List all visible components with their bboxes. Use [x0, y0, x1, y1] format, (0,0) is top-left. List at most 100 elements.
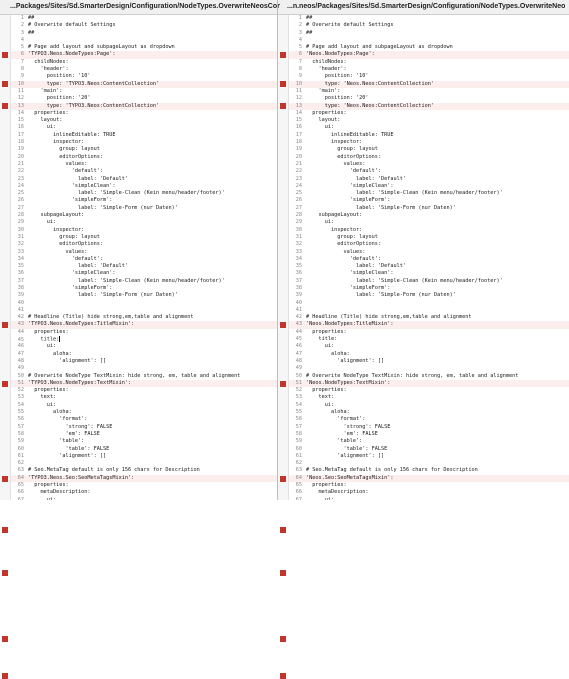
left-code-line[interactable]: 43'TYPO3.Neos.NodeTypes:TitleMixin': [11, 321, 277, 329]
left-change-marker-icon[interactable] [2, 672, 8, 679]
right-code-line[interactable]: 15 layout: [289, 117, 569, 124]
right-change-marker-icon[interactable] [280, 81, 286, 88]
right-change-marker-icon[interactable] [280, 322, 286, 329]
left-code-line[interactable]: 26 'simpleForm': [11, 197, 277, 204]
left-code-line[interactable]: 51'TYPO3.Neos.NodeTypes:TextMixin': [11, 379, 277, 388]
left-code-line[interactable]: 28 subpageLayout: [11, 212, 277, 219]
left-change-marker-icon[interactable] [2, 103, 8, 110]
left-code-line[interactable]: 64'TYPO3.Neos.Seo:SeoMetaTagsMixin': [11, 474, 277, 482]
right-code-line[interactable]: 52 properties: [289, 387, 569, 394]
left-code-line[interactable]: 13 type: 'TYPO3.Neos:ContentCollection' [11, 102, 277, 110]
right-code-line[interactable]: 7 childNodes: [289, 59, 569, 66]
left-code-line[interactable]: 48 'alignment': [] [11, 358, 277, 365]
left-code-line[interactable]: 34 'default': [11, 256, 277, 263]
left-code-line[interactable]: 39 label: 'Simple-Form (nur Daten)' [11, 292, 277, 299]
left-code-line[interactable]: 66 metaDescription: [11, 489, 277, 496]
left-code-line[interactable]: 10 type: 'TYPO3.Neos:ContentCollection' [11, 80, 277, 88]
right-code-line[interactable]: 6'Neos.NodeTypes:Page': [289, 51, 569, 59]
left-code-line[interactable]: 7 childNodes: [11, 59, 277, 66]
left-code-line[interactable]: 16 ui: [11, 124, 277, 131]
right-code-line[interactable]: 16 ui: [289, 124, 569, 131]
right-change-marker-icon[interactable] [280, 475, 286, 482]
right-code-line[interactable]: 55 aloha: [289, 409, 569, 416]
left-code-line[interactable]: 20 editorOptions: [11, 154, 277, 161]
left-code-line[interactable]: 40 [11, 300, 277, 307]
right-code-line[interactable]: 63# Seo.MetaTag default is only 156 char… [289, 467, 569, 474]
right-code-line[interactable]: 1## [289, 15, 569, 22]
right-code-line[interactable]: 53 text: [289, 394, 569, 401]
right-code-line[interactable]: 48 'alignment': [] [289, 358, 569, 365]
left-code-line[interactable]: 8 'header': [11, 66, 277, 73]
left-code-line[interactable]: 29 ui: [11, 219, 277, 226]
right-code-line[interactable]: 43'Neos.NodeTypes:TitleMixin': [289, 321, 569, 329]
right-code-line[interactable]: 40 [289, 300, 569, 307]
right-code-line[interactable]: 62 [289, 460, 569, 467]
right-code-line[interactable]: 32 editorOptions: [289, 241, 569, 248]
right-change-marker-icon[interactable] [280, 672, 286, 679]
right-code-line[interactable]: 27 label: 'Simple-Form (nur Daten)' [289, 205, 569, 212]
left-code-line[interactable]: 57 'strong': FALSE [11, 424, 277, 431]
left-code-line[interactable]: 11 'main': [11, 88, 277, 95]
right-code-line[interactable]: 13 type: 'Neos.Neos:ContentCollection' [289, 102, 569, 110]
right-code-line[interactable]: 26 'simpleForm': [289, 197, 569, 204]
left-change-marker-icon[interactable] [2, 81, 8, 88]
right-code-line[interactable]: 44 properties: [289, 329, 569, 336]
left-code-line[interactable]: 47 aloha: [11, 351, 277, 358]
left-code-line[interactable]: 22 'default': [11, 168, 277, 175]
right-code-line[interactable]: 24 'simpleClean': [289, 183, 569, 190]
left-change-marker-icon[interactable] [2, 380, 8, 387]
right-code-line[interactable]: 31 group: layout [289, 234, 569, 241]
right-code-line[interactable]: 65 properties: [289, 482, 569, 489]
left-code-line[interactable]: 55 aloha: [11, 409, 277, 416]
left-code-line[interactable]: 4 [11, 37, 277, 44]
left-code-line[interactable]: 32 editorOptions: [11, 241, 277, 248]
right-code-line[interactable]: 66 metaDescription: [289, 489, 569, 496]
right-code-line[interactable]: 37 label: 'Simple-Clean (Kein menu/heade… [289, 278, 569, 285]
left-code-line[interactable]: 18 inspector: [11, 139, 277, 146]
right-change-marker-icon[interactable] [280, 380, 286, 387]
right-code-line[interactable]: 21 values: [289, 161, 569, 168]
right-code-line[interactable]: 23 label: 'Default' [289, 176, 569, 183]
right-code-line[interactable]: 17 inlineEditable: TRUE [289, 132, 569, 139]
right-code-line[interactable]: 42# Headline (Title) hide strong,em,tabl… [289, 314, 569, 321]
left-code-line[interactable]: 2# Overwrite default Settings [11, 22, 277, 29]
left-code-line[interactable]: 65 properties: [11, 482, 277, 489]
right-code-line[interactable]: 35 label: 'Default' [289, 263, 569, 270]
right-code-line[interactable]: 58 'em': FALSE [289, 431, 569, 438]
right-code-line[interactable]: 12 position: '20' [289, 95, 569, 102]
right-code-line[interactable]: 19 group: layout [289, 146, 569, 153]
right-code-line[interactable]: 46 ui: [289, 343, 569, 350]
left-code-line[interactable]: 1## [11, 15, 277, 22]
right-code-line[interactable]: 9 position: '10' [289, 73, 569, 80]
left-code-line[interactable]: 6'TYPO3.Neos.NodeTypes:Page': [11, 51, 277, 59]
left-code-line[interactable]: 49 [11, 365, 277, 372]
right-code-line[interactable]: 56 'format': [289, 416, 569, 423]
right-code-line[interactable]: 34 'default': [289, 256, 569, 263]
left-code-line[interactable]: 45 title: [11, 336, 277, 343]
left-change-marker-icon[interactable] [2, 475, 8, 482]
right-code-line[interactable]: 28 subpageLayout: [289, 212, 569, 219]
left-code-line[interactable]: 61 'alignment': [] [11, 453, 277, 460]
left-code-line[interactable]: 33 values: [11, 249, 277, 256]
left-change-gutter[interactable] [0, 15, 11, 679]
right-code-line[interactable]: 8 'header': [289, 66, 569, 73]
right-code-line[interactable]: 14 properties: [289, 110, 569, 117]
right-code-line[interactable]: 30 inspector: [289, 227, 569, 234]
left-change-marker-icon[interactable] [2, 636, 8, 643]
left-change-marker-icon[interactable] [2, 52, 8, 59]
left-code-line[interactable]: 38 'simpleForm': [11, 285, 277, 292]
right-code-line[interactable]: 29 ui: [289, 219, 569, 226]
right-code-line[interactable]: 20 editorOptions: [289, 154, 569, 161]
left-code-line[interactable]: 36 'simpleClean': [11, 270, 277, 277]
right-code-line[interactable]: 18 inspector: [289, 139, 569, 146]
right-change-marker-icon[interactable] [280, 526, 286, 533]
left-code-line[interactable]: 52 properties: [11, 387, 277, 394]
right-code-line[interactable]: 41 [289, 307, 569, 314]
right-change-gutter[interactable] [278, 15, 289, 679]
right-code-line[interactable]: 54 ui: [289, 402, 569, 409]
right-code-line[interactable]: 4 [289, 37, 569, 44]
right-code-line[interactable]: 45 title: [289, 336, 569, 343]
left-code-line[interactable]: 59 'table': [11, 438, 277, 445]
right-code-line[interactable]: 47 aloha: [289, 351, 569, 358]
left-code-line[interactable]: 53 text: [11, 394, 277, 401]
